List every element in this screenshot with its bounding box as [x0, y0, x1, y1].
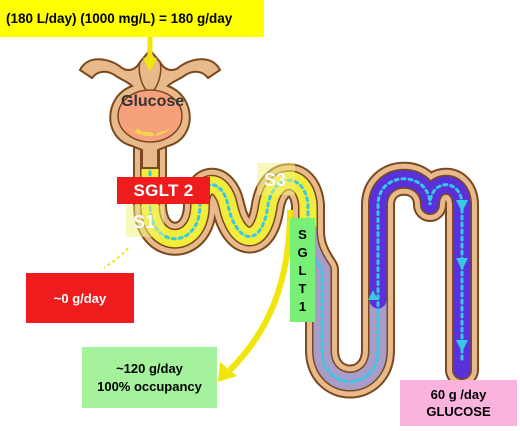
s3-highlight — [257, 163, 295, 195]
s3-segment-label: S3 — [264, 170, 287, 190]
filtration-arrowhead — [143, 58, 157, 72]
sglt2-label: SGLT 2 — [117, 177, 210, 204]
s3-reabsorption-arrow — [227, 209, 293, 373]
sglt1-letter: T — [298, 281, 307, 296]
flow-arrow-distal-2 — [456, 340, 468, 352]
s3-reabsorption-label: ~120 g/day 100% occupancy — [82, 347, 217, 408]
urinary-glucose-text: GLUCOSE — [426, 404, 491, 419]
glomerulus-glucose-label: Glucose — [121, 93, 185, 110]
sglt1-letter: S — [298, 227, 307, 242]
s3-reabsorption-amount: ~120 g/day — [116, 360, 183, 376]
sglt1-label: S G L T 1 — [290, 218, 315, 322]
flow-arrow-distal-3 — [456, 200, 468, 212]
sglt1-letter: G — [297, 245, 308, 260]
flow-arrow-s3 — [368, 290, 378, 300]
s1-reabsorption-label: ~0 g/day — [26, 273, 134, 323]
s1-reabsorption-arrow — [103, 247, 129, 269]
s1-segment-label: S1 — [133, 212, 156, 232]
s3-reabsorption-arrowhead — [218, 362, 237, 382]
sglt1-letter: L — [298, 263, 307, 278]
filtered-load-label: (180 L/day) (1000 mg/L) = 180 g/day — [0, 0, 264, 37]
sglt1-letter: 1 — [298, 299, 307, 314]
glomerulus-tuft — [126, 124, 174, 136]
urinary-glucose-amount: 60 g /day — [430, 387, 487, 402]
urinary-glucose-label: 60 g /day GLUCOSE — [400, 380, 517, 426]
glomerulus — [117, 89, 183, 143]
s3-occupancy: 100% occupancy — [97, 378, 202, 394]
s1-highlight — [126, 205, 164, 237]
afferent-vessels — [138, 61, 162, 91]
flow-arrow-distal-1 — [456, 258, 468, 270]
